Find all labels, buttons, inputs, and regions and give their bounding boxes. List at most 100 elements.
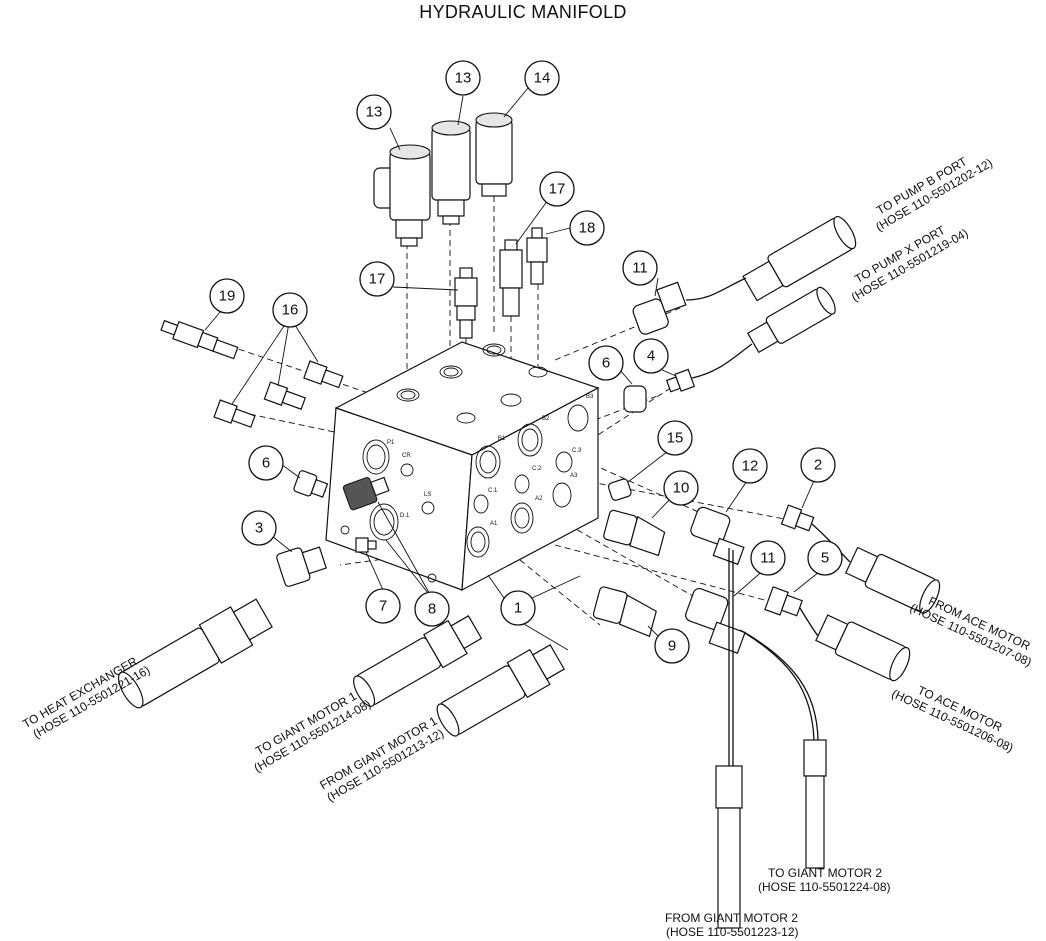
- svg-text:(HOSE 110-5501224-08): (HOSE 110-5501224-08): [758, 880, 891, 894]
- svg-text:TO GIANT MOTOR 2: TO GIANT MOTOR 2: [768, 866, 882, 880]
- block-port-stamps: P1 CR LS B1 B2 B3 A1 A2 A3 C.1 C.2 C.3 D…: [387, 394, 594, 527]
- solenoid-coil-14: [475, 112, 513, 197]
- hose-from-ace: [845, 546, 941, 614]
- hose-to-ace: [815, 614, 911, 682]
- port-b1: B1: [498, 436, 506, 442]
- knob-8: [342, 476, 390, 511]
- callout-15: 15: [657, 420, 693, 456]
- plug-16-b: [263, 381, 307, 410]
- port-a3: A3: [570, 473, 578, 479]
- port-d1: D.1: [400, 513, 410, 519]
- elbow-11-top: [632, 281, 687, 335]
- port-c3: C.3: [572, 448, 582, 454]
- port-b2: B2: [542, 416, 550, 422]
- callout-16: 16: [272, 292, 308, 328]
- elbow-10: [603, 509, 666, 557]
- svg-text:1: 1: [514, 600, 522, 617]
- svg-text:2: 2: [814, 457, 822, 474]
- svg-text:(HOSE 110-5501223-12): (HOSE 110-5501223-12): [666, 925, 799, 939]
- label-pump-b: TO PUMP B PORT (HOSE 110-5501202-12): [873, 154, 995, 234]
- cartridge-17-left: [454, 267, 478, 339]
- callout-3: 3: [241, 510, 277, 546]
- label-to-ace: TO ACE MOTOR (HOSE 110-5501206-08): [890, 683, 1016, 755]
- callout-10: 10: [663, 470, 699, 506]
- callout-14: 14: [524, 60, 560, 96]
- svg-text:3: 3: [255, 520, 263, 537]
- elbow-11-lower: [685, 587, 746, 654]
- plug-16-c: [213, 399, 256, 428]
- cartridge-17-right: [499, 239, 523, 317]
- elbow-9: [592, 586, 657, 638]
- callout-13-center: 13: [445, 60, 481, 96]
- callout-1: 1: [500, 590, 536, 626]
- svg-text:17: 17: [549, 181, 566, 198]
- cartridge-18: [526, 227, 548, 285]
- callout-18: 18: [569, 210, 605, 246]
- plug-6-left: [293, 470, 329, 498]
- callout-19: 19: [209, 278, 245, 314]
- svg-text:6: 6: [602, 355, 610, 372]
- callout-6-right: 6: [588, 345, 624, 381]
- fitting-2: [780, 504, 815, 532]
- sensor-19: [160, 319, 239, 360]
- callout-11-top: 11: [622, 250, 658, 286]
- plug-6-right: [623, 385, 647, 413]
- port-a2: A2: [535, 496, 543, 502]
- label-pump-x: TO PUMP X PORT (HOSE 110-5501219-04): [849, 223, 971, 305]
- svg-text:17: 17: [369, 271, 386, 288]
- svg-text:5: 5: [821, 550, 829, 567]
- callout-9: 9: [654, 628, 690, 664]
- port-b3: B3: [586, 394, 594, 400]
- svg-text:13: 13: [455, 70, 472, 87]
- callout-6-left: 6: [248, 445, 284, 481]
- fitting-4: [665, 368, 696, 393]
- svg-text:8: 8: [428, 601, 436, 618]
- fitting-3: [276, 546, 327, 587]
- hose-from-giant-1: [436, 644, 565, 737]
- label-from-giant-2: FROM GIANT MOTOR 2 (HOSE 110-5501223-12): [665, 911, 799, 939]
- callout-13-left: 13: [356, 94, 392, 130]
- callout-5: 5: [807, 540, 843, 576]
- callout-7: 7: [365, 588, 401, 624]
- svg-text:10: 10: [673, 480, 690, 497]
- svg-text:19: 19: [219, 288, 236, 305]
- callout-4: 4: [633, 338, 669, 374]
- callout-11-lower: 11: [750, 540, 786, 576]
- hose-heat-exchanger: [117, 598, 273, 709]
- fitting-7: [355, 537, 377, 553]
- callout-2: 2: [800, 447, 836, 483]
- svg-text:6: 6: [262, 455, 270, 472]
- port-c1: C.1: [488, 488, 498, 494]
- svg-text:14: 14: [534, 70, 551, 87]
- svg-text:16: 16: [282, 302, 299, 319]
- plug-16-a: [303, 360, 344, 389]
- callout-17-left: 17: [359, 261, 395, 297]
- hose-to-giant-1: [353, 615, 483, 707]
- callout-17-right: 17: [539, 171, 575, 207]
- hose-to-giant-2: [803, 739, 827, 869]
- svg-text:9: 9: [668, 638, 676, 655]
- port-a1: A1: [490, 521, 498, 527]
- port-cr: CR: [402, 453, 411, 459]
- callout-8: 8: [414, 591, 450, 627]
- svg-text:18: 18: [579, 220, 596, 237]
- hose-from-giant-2: [715, 765, 743, 929]
- label-to-giant-2: TO GIANT MOTOR 2 (HOSE 110-5501224-08): [758, 866, 891, 894]
- fitting-5: [764, 586, 803, 617]
- port-p1: P1: [387, 440, 395, 446]
- callout-12: 12: [732, 448, 768, 484]
- svg-text:11: 11: [760, 550, 776, 567]
- solenoid-coil-13-center: [431, 120, 471, 225]
- port-ls: LS: [424, 492, 431, 498]
- leader-lines: [204, 87, 825, 651]
- hose-lines: [685, 277, 851, 766]
- svg-text:11: 11: [632, 260, 648, 277]
- svg-text:4: 4: [647, 348, 655, 365]
- svg-text:FROM GIANT MOTOR 2: FROM GIANT MOTOR 2: [665, 911, 798, 925]
- svg-text:7: 7: [379, 598, 387, 615]
- plug-15: [607, 478, 632, 501]
- hose-pump-b: [742, 216, 857, 302]
- page-title: HYDRAULIC MANIFOLD: [419, 2, 627, 22]
- solenoid-coil-13-left: [373, 144, 431, 247]
